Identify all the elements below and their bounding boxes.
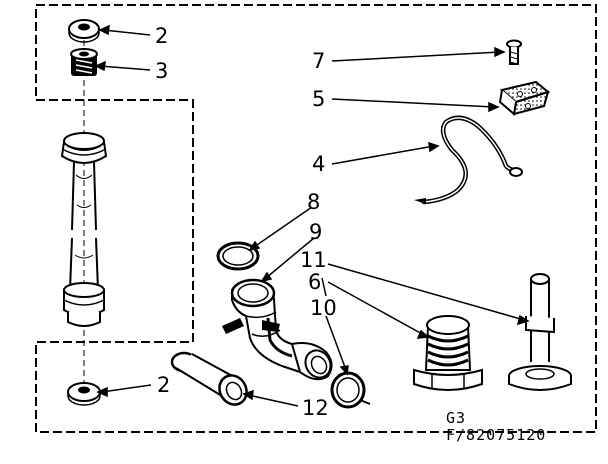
leveling-foot [413,315,483,391]
bottom-washer [67,382,101,406]
callout-11: 11 [300,248,327,272]
rocker-foot [508,273,572,391]
section-code: G3 [446,409,467,427]
callout-8: 8 [307,190,321,214]
clamp-ring-lower [330,371,371,409]
callout-7: 7 [312,49,326,73]
bracket-plate [498,80,551,116]
hose-adapter [170,351,248,406]
group-outline [35,4,597,433]
callout-10: 10 [310,296,337,320]
callout-2-top: 2 [155,24,169,48]
drain-hose-elbow [222,278,333,381]
callout-12: 12 [302,396,329,420]
part-number: F/82075120 [446,426,547,444]
callout-3: 3 [155,59,169,83]
ground-wire [414,115,523,205]
callout-2-bottom: 2 [157,373,171,397]
callout-9: 9 [309,220,323,244]
leader-lines [94,24,530,407]
hex-nut [70,48,98,76]
callout-6: 6 [308,270,322,294]
callout-5: 5 [312,87,326,111]
clamp-ring-upper [216,241,260,271]
leveling-leg [60,132,108,327]
screw [506,39,522,65]
callout-4: 4 [312,152,326,176]
top-washer [68,19,100,43]
